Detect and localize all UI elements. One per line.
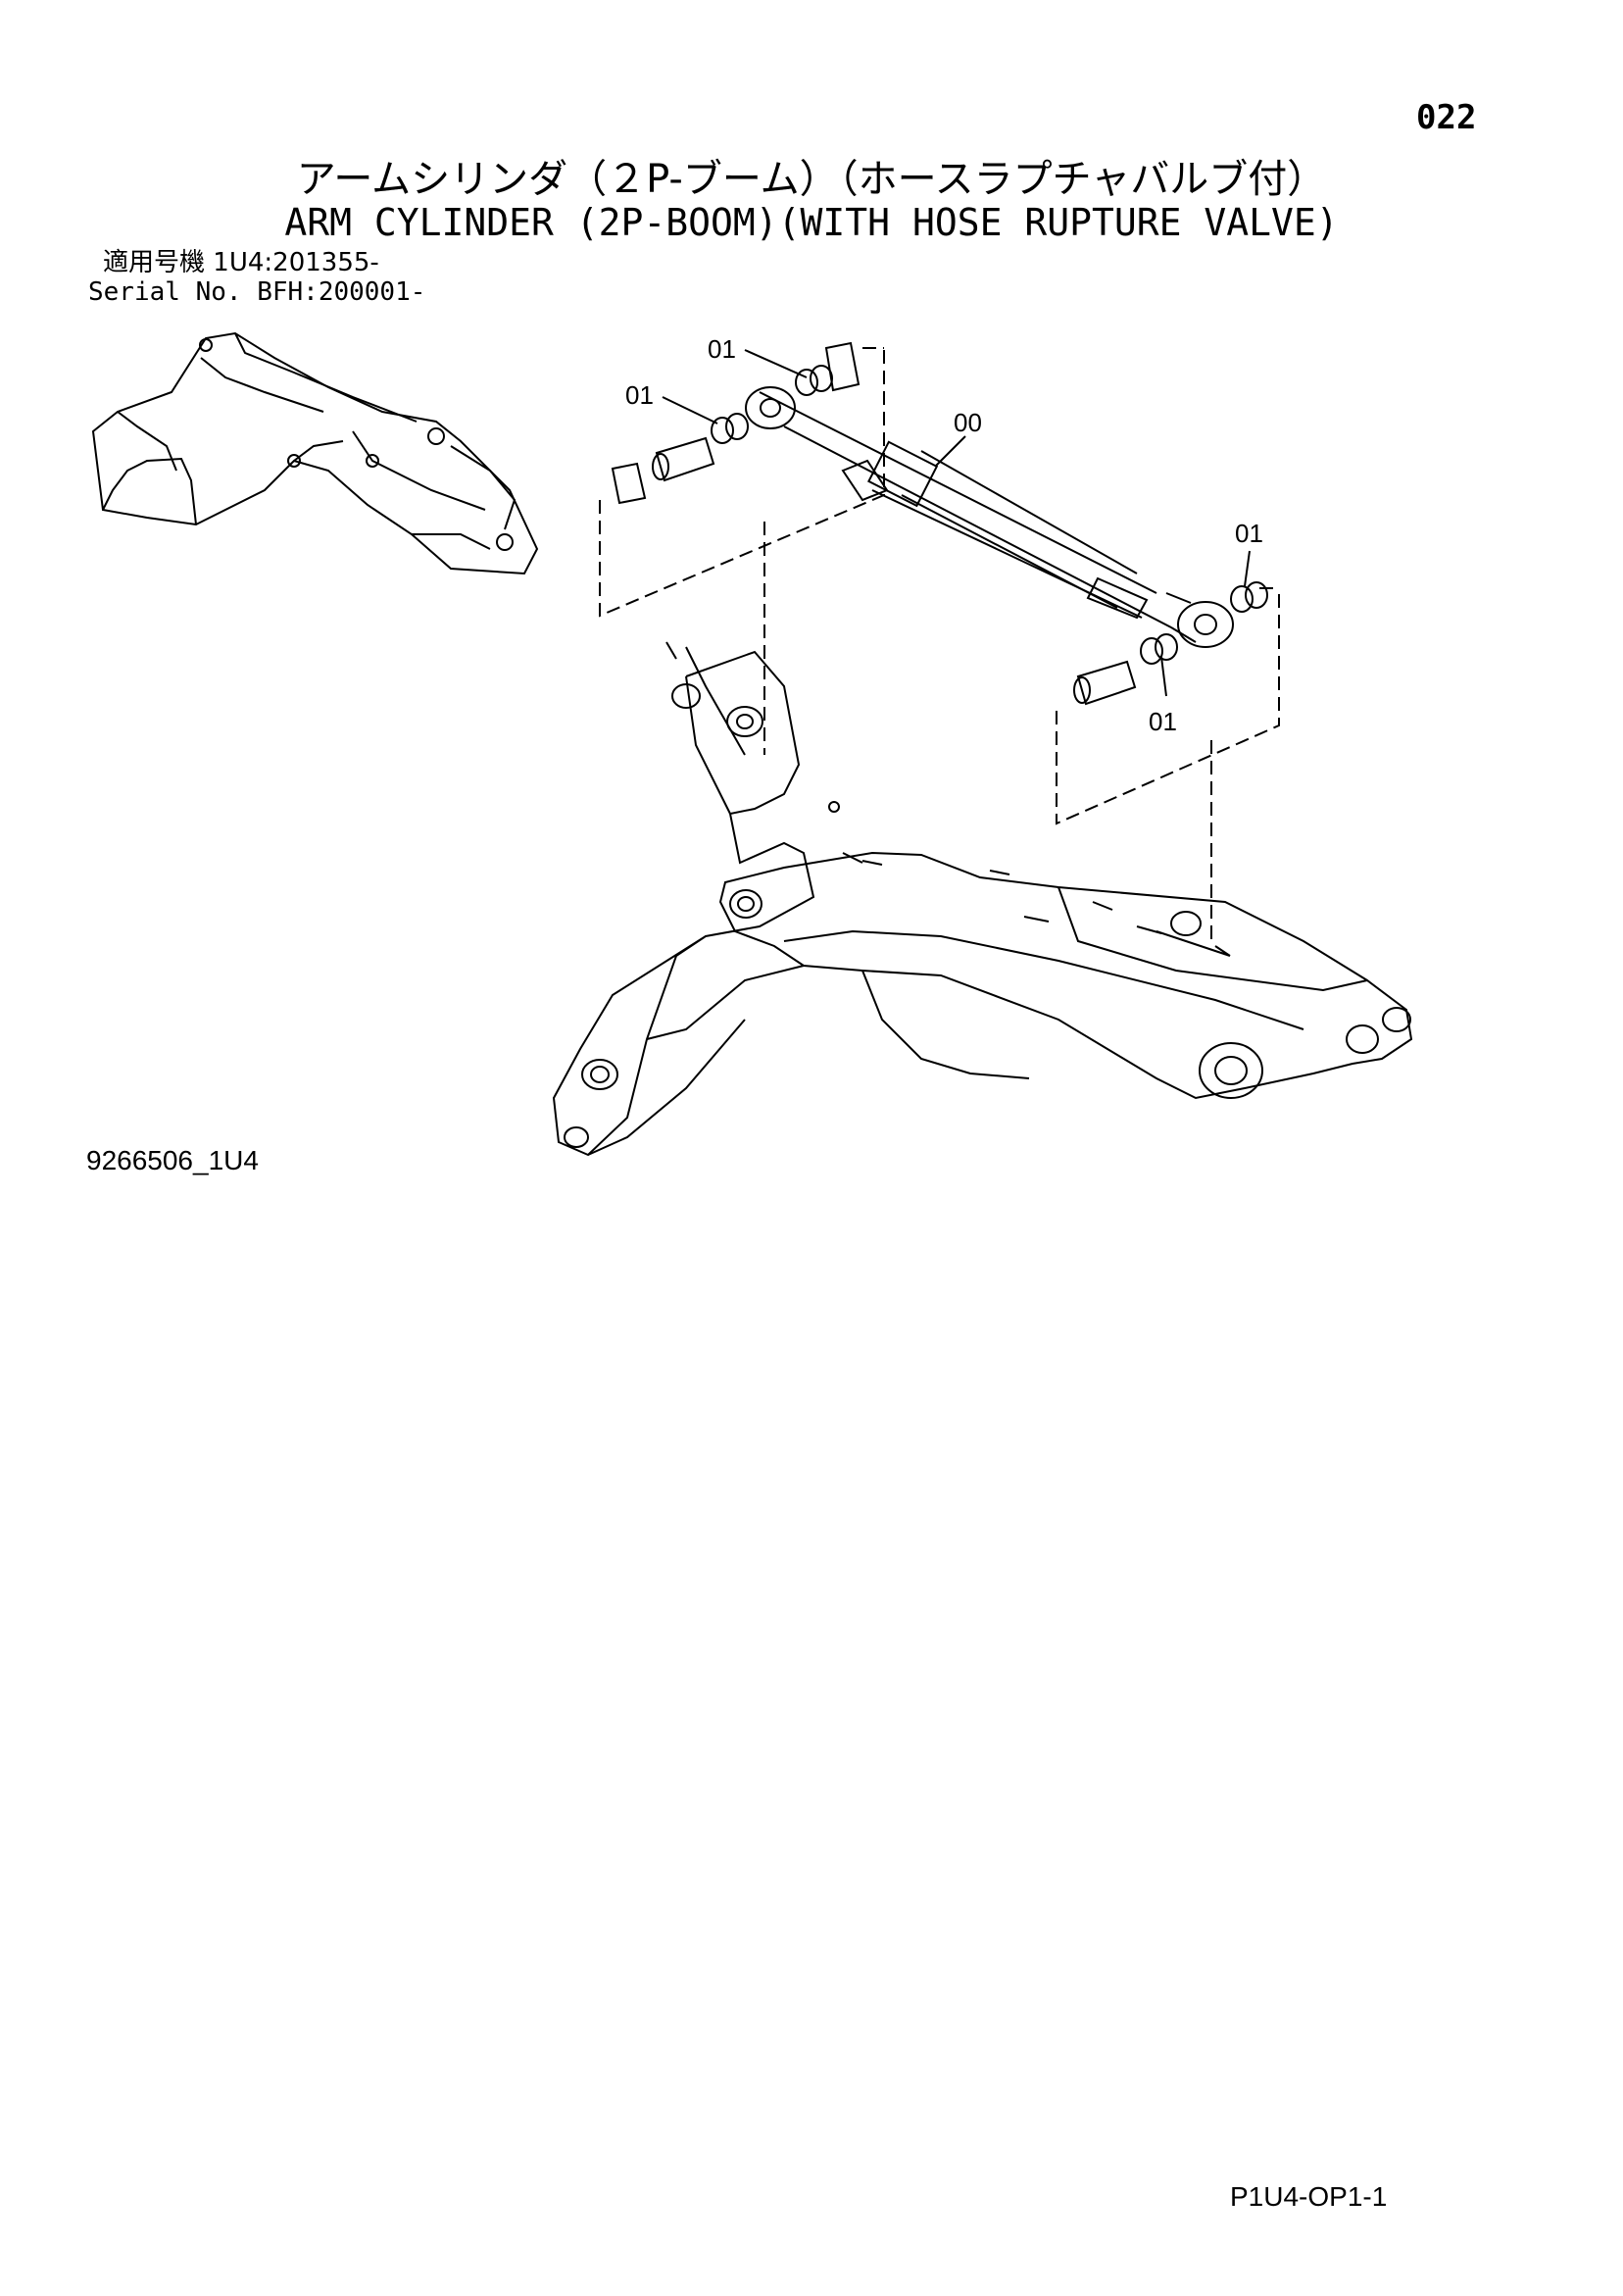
serial-en-label: Serial No.: [88, 277, 242, 307]
serial-jp-value: 1U4:201355-: [213, 248, 379, 277]
serial-english: Serial No. BFH:200001-: [88, 277, 425, 307]
page-code: P1U4-OP1-1: [1230, 2181, 1388, 2212]
callout-01-right: 01: [1235, 519, 1263, 548]
arm-cylinder: [745, 386, 1234, 648]
callout-01-left: 01: [625, 380, 654, 410]
page-number: 022: [1416, 98, 1477, 137]
callout-01-bottom: 01: [1149, 707, 1177, 736]
serial-en-value: BFH:200001-: [257, 277, 426, 307]
excavator-overview: [91, 331, 539, 575]
serial-japanese: 適用号機 1U4:201355-: [103, 248, 379, 277]
title-english: ARM CYLINDER (2P-BOOM)(WITH HOSE RUPTURE…: [284, 201, 1339, 244]
exploded-guides: [599, 347, 1280, 946]
figure-id: 9266506_1U4: [86, 1145, 259, 1175]
serial-jp-label: 適用号機: [103, 248, 206, 277]
callout-01-top: 01: [708, 334, 736, 364]
bushings-and-pins: [611, 341, 1268, 706]
callout-leaders: [662, 349, 1251, 697]
callout-labels: 01 01 00 01 01: [625, 334, 1263, 736]
title-japanese: アームシリンダ（２P-ブーム）（ホースラプチャバルブ付）: [296, 157, 1327, 202]
callout-00: 00: [954, 408, 982, 437]
boom: [552, 641, 1413, 1157]
